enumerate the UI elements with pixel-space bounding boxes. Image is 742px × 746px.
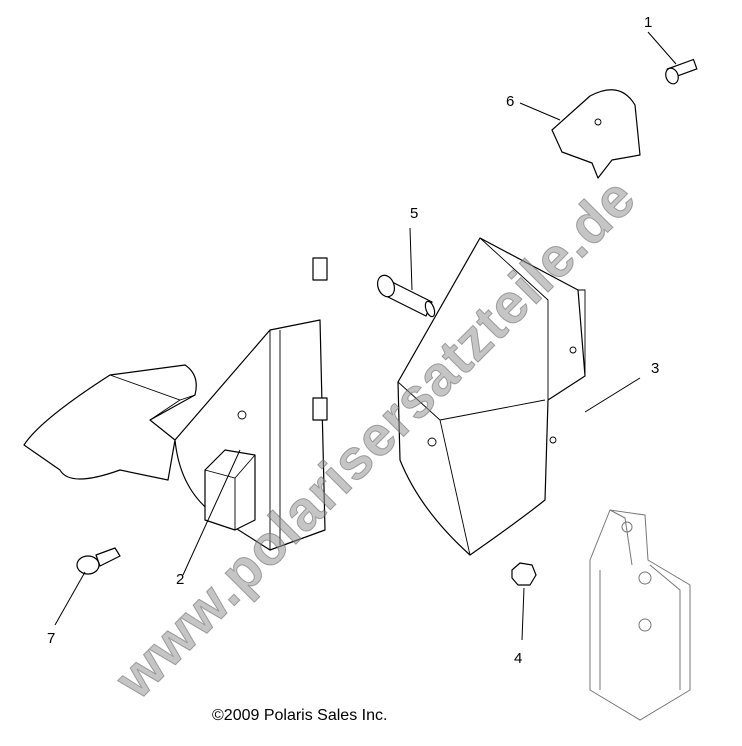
callout-7: 7	[47, 630, 56, 647]
part-4-nut	[511, 562, 537, 586]
part-6-plate	[551, 89, 641, 179]
callout-5: 5	[410, 205, 419, 222]
plate-hole	[594, 118, 602, 126]
part-3-shield	[397, 237, 586, 556]
reference-assembly	[589, 509, 691, 721]
copyright-text: ©2009 Polaris Sales Inc.	[212, 707, 388, 724]
part-5-bolt	[376, 274, 436, 318]
callout-2: 2	[176, 571, 185, 588]
callout-6: 6	[506, 93, 515, 110]
part-2-bracket	[23, 257, 328, 551]
part-7-clip	[76, 547, 121, 575]
callout-3: 3	[651, 360, 660, 377]
callout-4: 4	[514, 650, 523, 667]
part-1-pin	[665, 58, 698, 85]
callout-1: 1	[644, 14, 653, 31]
leader-lines	[54, 31, 677, 641]
